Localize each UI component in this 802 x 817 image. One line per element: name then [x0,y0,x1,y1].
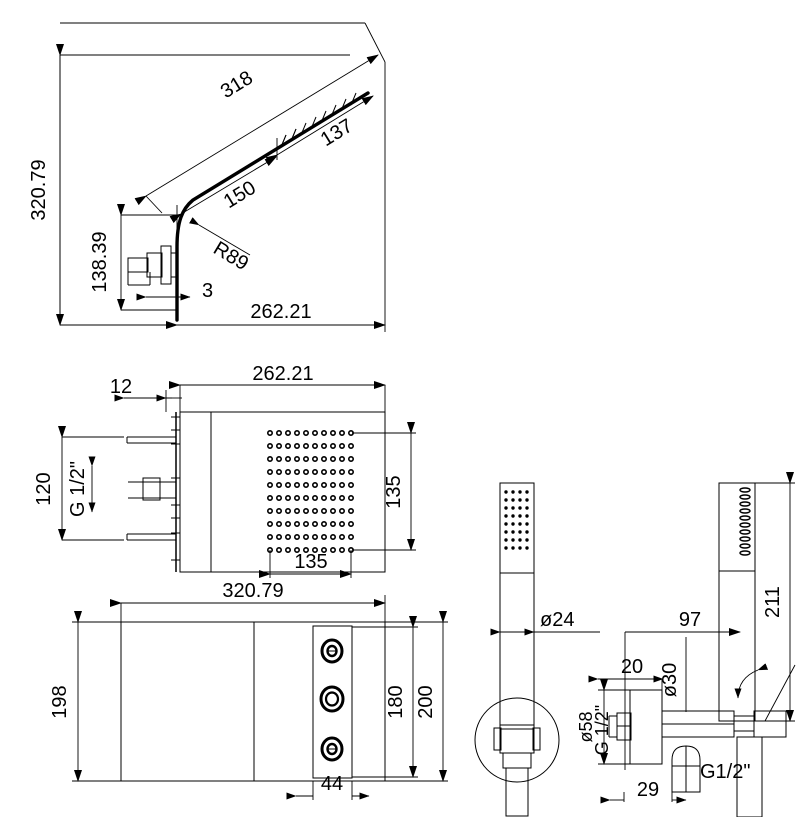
plan-body-outline [120,621,386,782]
wall-bracket-fitting [127,245,177,286]
dim-projection: 262.21 [250,301,311,323]
dim-port-block-depth: 180 [385,685,407,718]
dim-inlet-spacing: 120 [33,472,55,505]
leader-R89 [189,217,251,256]
ext-line-diag-right [364,22,386,63]
inlet-pipe-lower [126,533,176,541]
plan-port-block [312,625,353,779]
view-handshower-left: ø24 [474,482,600,817]
port-lower [320,736,344,762]
dim-flange-diameter: ø58 [576,711,596,742]
valve-outlet-body [671,745,701,793]
dim-front-width: 262.21 [252,363,313,385]
dim-nozzle-height: 135 [383,475,405,508]
dim-nozzle-width: 135 [294,551,327,573]
hose-stub-right [736,736,763,817]
spray-nozzle-ticks [280,92,357,148]
wall-flange-left [474,697,560,783]
dim-handshower-height: 211 [762,586,784,618]
view-plan-head: 320.79 198 [49,580,448,800]
dim-overall-height: 320.79 [28,159,50,220]
view-handshower-right: 211 97 ø58 G 1/2" [576,472,796,817]
hose-stub-left [505,767,529,817]
swivel-arrow-icon [734,663,796,722]
dim-drop-height: 138.39 [89,231,111,292]
port-middle [319,685,345,713]
dim-flange-depth: 20 [621,656,643,678]
handshower-nozzles-right [739,487,751,556]
dim-flange-thread: G 1/2" [592,705,612,755]
dim-ext-318a [145,195,163,214]
view-front-head: 262.21 12 [33,363,416,578]
handshower-nozzles-left [504,490,529,550]
plan-ports [319,638,345,762]
dim-bracket-projection: 97 [679,609,701,631]
handshower-handle-left [499,572,535,730]
nozzle-grid [266,429,354,553]
dim-wall-thickness: 3 [202,280,213,302]
dim-line-150 [169,156,277,224]
dim-plan-depth: 198 [49,685,71,718]
inlet-fitting-middle [128,477,176,501]
dim-outlet-offset: 29 [637,779,659,801]
dim-outlet-thread: G1/2" [700,761,750,783]
dim-port-block-width: 44 [321,773,343,795]
inlet-pipe-upper [126,436,176,444]
dim-plan-overall-depth: 200 [415,685,437,718]
dim-plan-length: 320.79 [222,580,283,602]
dim-line-137 [265,95,374,165]
dim-thread-front: G 1/2" [67,461,89,517]
port-upper [320,638,344,664]
dim-inlet-offset: 12 [110,376,132,398]
dim-body-diameter: ø30 [659,663,681,697]
dim-handle-diameter: ø24 [540,609,574,631]
